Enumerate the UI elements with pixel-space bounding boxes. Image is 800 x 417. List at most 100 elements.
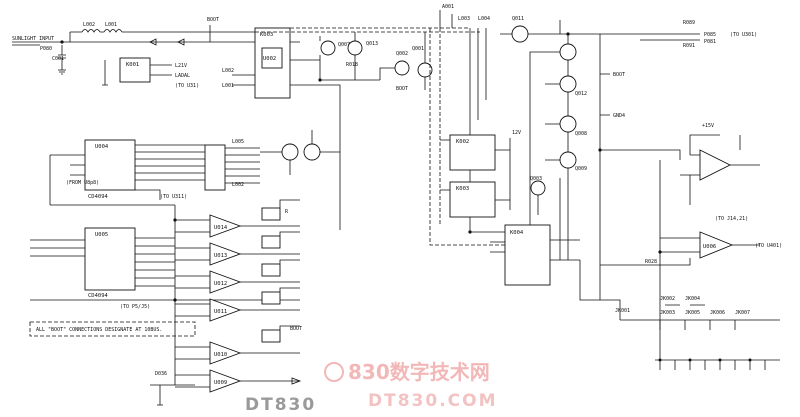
q011-label: Q011 — [512, 16, 524, 22]
r-bank-label: R — [285, 209, 289, 215]
watermark: 830数字技术网 DT830.COM DT830 — [245, 360, 496, 415]
l002-label: L002 — [83, 22, 95, 28]
u010-label: U010 — [214, 352, 227, 358]
jk007-label: JK007 — [735, 310, 750, 316]
to-u31-label: (TO U31) — [175, 83, 199, 89]
l003-label: L003 — [458, 16, 470, 22]
k002-relay — [449, 134, 496, 171]
r089-label: R089 — [683, 20, 695, 26]
boot-note: ALL "BOOT" CONNECTIONS DESIGNATE AT 10BU… — [36, 327, 162, 333]
q011-transistor — [511, 25, 529, 43]
jk005-label: JK005 — [685, 310, 700, 316]
u15v-label: +15V — [702, 123, 714, 129]
u006-opamp — [699, 231, 734, 259]
transistor-group-left: Q007 Q013 R018 Q002 Q001 BOOT — [319, 28, 530, 233]
jk001-label: JK001 — [615, 308, 630, 314]
boot-r-label: BOOT — [613, 72, 625, 78]
k003-label: K003 — [260, 32, 273, 38]
to-u311-label: (TO U311) — [160, 194, 187, 200]
gnd-r-label: GND4 — [613, 113, 625, 119]
u009-label: U009 — [214, 380, 227, 386]
q003-transistor — [530, 180, 546, 196]
q009-transistor — [559, 151, 577, 169]
l001b-label: L001 — [222, 83, 234, 89]
a001-label: A001 — [442, 4, 454, 10]
k004-relay — [504, 224, 551, 286]
u011-label: U011 — [214, 309, 227, 315]
watermark-cn: 830数字技术网 — [348, 360, 490, 384]
l002c-label: L002 — [232, 182, 244, 188]
boot-q001-label: BOOT — [396, 86, 408, 92]
freq-u8-label: (FROM U8p8) — [66, 180, 99, 186]
q008-transistor — [559, 115, 577, 133]
u005-shift-register: U005 CD4094 (TO P5/J5) — [30, 205, 300, 385]
q002-label: Q002 — [396, 51, 408, 57]
u005-label: U005 — [95, 232, 108, 238]
sunlight-input-section: SUNLIGHT INPUT P080 L002 L001 BOOT C001 … — [12, 17, 255, 89]
q007-transistor — [320, 40, 336, 56]
to-u301-label: (TO U301) — [730, 32, 757, 38]
r091-label: R091 — [683, 43, 695, 49]
u013-label: U013 — [214, 253, 227, 259]
watermark-brand: DT830 — [245, 395, 316, 415]
transistor-chain-right: Q011 Q012 Q008 Q009 BOOT GND4 R089 R091 … — [500, 16, 757, 300]
ladal-label: LADAL — [175, 73, 190, 79]
to-u401-label: (TO U401) — [755, 243, 782, 249]
l002b-label: L002 — [222, 68, 234, 74]
u013-comparator — [209, 242, 242, 266]
boot-lower-label: BOOT — [290, 326, 302, 332]
jk006-label: JK006 — [710, 310, 725, 316]
l005-label: L005 — [232, 139, 244, 145]
k003b-label: K003 — [456, 186, 469, 192]
relay-middle-section: K002 K003 12V Q003 K004 — [440, 130, 621, 320]
jk002-label: JK002 — [660, 296, 675, 302]
k001-label: K001 — [126, 62, 139, 68]
u012-comparator — [209, 270, 242, 294]
opamp-right-section: +15V U006 (TO J14,21) (TO U401) R028 — [600, 123, 782, 360]
u002-label: U002 — [263, 56, 276, 62]
k004-label: K004 — [510, 230, 524, 236]
u005-part-label: CD4094 — [88, 293, 109, 299]
q001-label: Q001 — [412, 46, 424, 52]
dashed-bus — [429, 28, 505, 246]
sunlight-input-label: SUNLIGHT INPUT — [12, 36, 54, 42]
u006-label: U006 — [703, 244, 716, 250]
jk004-label: JK004 — [685, 296, 700, 302]
u011-comparator — [209, 298, 242, 322]
u012-label: U012 — [214, 281, 227, 287]
q013-transistor — [347, 40, 363, 56]
jk003-label: JK003 — [660, 310, 675, 316]
boot-top-label: BOOT — [207, 17, 219, 23]
q008-label: Q008 — [575, 131, 587, 137]
l21v-label: L21V — [175, 63, 187, 69]
l004-label: L004 — [478, 16, 490, 22]
q007-label: Q007 — [338, 42, 350, 48]
p081-label: P081 — [704, 39, 716, 45]
d036-label: D036 — [155, 371, 167, 377]
u004-shift-register: U004 CD4094 (FROM U8p8) (TO U311) L005 L… — [49, 130, 340, 206]
u014-comparator — [209, 214, 242, 238]
comparator-stack: U014 U013 U012 U011 U010 U009 R BOOT — [175, 199, 302, 393]
q009-label: Q009 — [575, 166, 587, 172]
to-p5-label: (TO P5/J5) — [120, 304, 150, 310]
q002-transistor — [394, 60, 410, 76]
k003b-relay — [449, 181, 496, 218]
p085-label: P085 — [704, 32, 716, 38]
note-box: ALL "BOOT" CONNECTIONS DESIGNATE AT 10BU… — [29, 321, 196, 406]
u004-part-label: CD4094 — [88, 194, 109, 200]
u004-label: U004 — [95, 144, 109, 150]
c001-label: C001 — [52, 56, 64, 62]
q003-label: Q003 — [530, 176, 542, 182]
r018-label: R018 — [346, 62, 358, 68]
v12-label: 12V — [512, 130, 521, 136]
k002-label: K002 — [456, 139, 469, 145]
jumper-section: JK001 JK002 JK003 JK004 JK005 JK006 JK00… — [615, 296, 780, 370]
q013-label: Q013 — [366, 41, 378, 47]
relay-k003-section: K003 U002 L002 L001 A001 L003 L004 — [222, 4, 490, 230]
watermark-logo-icon — [324, 362, 344, 382]
q012-transistor — [559, 75, 577, 93]
to-j4-label: (TO J14,21) — [715, 216, 748, 222]
q012-label: Q012 — [575, 91, 587, 97]
u014-label: U014 — [214, 225, 228, 231]
